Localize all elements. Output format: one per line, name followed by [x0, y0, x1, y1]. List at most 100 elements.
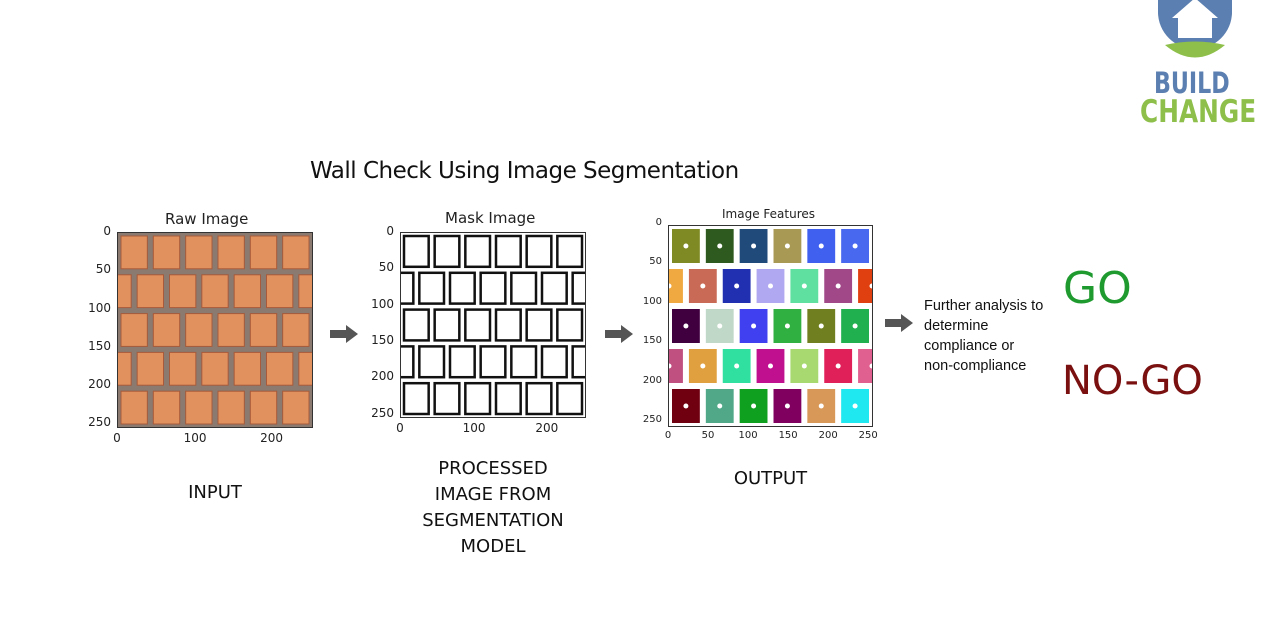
- y-tick-label: 0: [655, 217, 662, 228]
- y-tick-label: 100: [371, 296, 394, 311]
- brick: [136, 274, 164, 309]
- brick: [120, 235, 148, 270]
- panel-caption: INPUT: [135, 480, 295, 506]
- centroid-dot: [669, 363, 672, 369]
- analysis-arrow: [885, 314, 913, 337]
- analysis-line: determine: [924, 318, 989, 334]
- x-tick-label: 0: [396, 421, 404, 435]
- centroid-dot: [717, 323, 723, 329]
- brick: [494, 308, 522, 342]
- build-change-logo: BUILD CHANGE: [1140, 0, 1256, 130]
- brick: [185, 390, 213, 425]
- x-tick-label: 200: [818, 430, 838, 441]
- brick: [282, 235, 310, 270]
- brick: [510, 345, 538, 379]
- centroid-dot: [734, 283, 740, 289]
- brick: [525, 234, 553, 269]
- centroid-dot: [717, 403, 723, 409]
- y-tick-label: 200: [371, 369, 394, 384]
- analysis-line: compliance or: [924, 338, 1015, 354]
- brick: [217, 313, 245, 347]
- brick: [556, 234, 584, 269]
- x-tick-label: 200: [260, 431, 284, 445]
- brick: [282, 313, 310, 347]
- brick: [402, 308, 430, 342]
- centroid-dot: [835, 283, 841, 289]
- brick: [249, 390, 278, 425]
- brick: [266, 274, 294, 309]
- analysis-line: non-compliance: [924, 358, 1027, 374]
- centroid-dot: [801, 283, 807, 289]
- centroid-dot: [818, 243, 824, 249]
- brick: [169, 274, 197, 309]
- centroid-dot: [751, 323, 757, 329]
- centroid-dot: [700, 283, 706, 289]
- brick: [402, 381, 430, 416]
- centroid-dot: [852, 323, 858, 329]
- y-tick-label: 150: [88, 338, 111, 353]
- brick: [136, 351, 164, 386]
- brick: [152, 313, 181, 347]
- x-tick-label: 100: [462, 421, 486, 435]
- flow-arrow-icon: [605, 325, 633, 348]
- centroid-dot: [852, 243, 858, 249]
- brick: [540, 345, 568, 379]
- logo-change: CHANGE: [1140, 94, 1257, 130]
- y-tick-label: 250: [642, 414, 662, 426]
- x-tick-label: 100: [183, 431, 207, 445]
- brick: [118, 351, 132, 386]
- brick: [249, 313, 278, 347]
- centroid-dot: [801, 363, 807, 369]
- brick: [571, 271, 585, 305]
- y-tick-label: 50: [649, 256, 662, 268]
- brick: [266, 351, 294, 386]
- brick: [669, 349, 683, 383]
- centroid-dot: [784, 323, 790, 329]
- brick: [556, 308, 584, 342]
- centroid-dot: [768, 363, 773, 369]
- caption-line: OUTPUT: [733, 468, 808, 489]
- brick: [433, 308, 461, 342]
- brick: [120, 313, 148, 347]
- brick: [464, 234, 492, 269]
- brick: [494, 381, 522, 416]
- brick: [479, 271, 507, 305]
- y-tick-label: 150: [642, 335, 662, 347]
- brick: [169, 351, 197, 386]
- centroid-dot: [768, 283, 773, 289]
- brick: [402, 234, 430, 269]
- centroid-dot: [869, 283, 872, 289]
- brick: [510, 271, 538, 305]
- centroid-dot: [751, 403, 757, 409]
- centroid-dot: [683, 243, 689, 249]
- brick: [282, 390, 310, 425]
- y-tick-label: 50: [378, 260, 394, 275]
- features-image: [668, 225, 873, 427]
- y-tick-label: 100: [642, 295, 662, 307]
- caption-line: PROCESSED: [438, 458, 548, 479]
- y-tick-label: 0: [103, 224, 111, 238]
- brick: [571, 345, 585, 379]
- brick: [298, 351, 312, 386]
- brick: [401, 345, 415, 379]
- centroid-dot: [683, 403, 689, 409]
- plot-title: Image Features: [722, 207, 815, 221]
- x-tick-label: 250: [858, 430, 878, 441]
- brick: [217, 390, 245, 425]
- y-tick-label: 200: [642, 374, 662, 386]
- y-tick-label: 100: [88, 300, 111, 315]
- x-tick-label: 200: [535, 421, 559, 435]
- x-tick-label: 50: [701, 430, 715, 441]
- go-label: GO: [1063, 263, 1132, 314]
- caption-line: INPUT: [188, 482, 242, 503]
- brick: [858, 269, 872, 303]
- analysis-line: Further analysis to: [924, 298, 1044, 314]
- brick: [185, 313, 213, 347]
- plot-title: Raw Image: [165, 210, 249, 228]
- y-tick-label: 200: [88, 377, 111, 392]
- brick: [152, 235, 181, 270]
- y-tick-label: 250: [88, 415, 111, 430]
- no-go-label: NO-GO: [1062, 358, 1203, 404]
- brick: [118, 274, 132, 309]
- brick: [494, 234, 522, 269]
